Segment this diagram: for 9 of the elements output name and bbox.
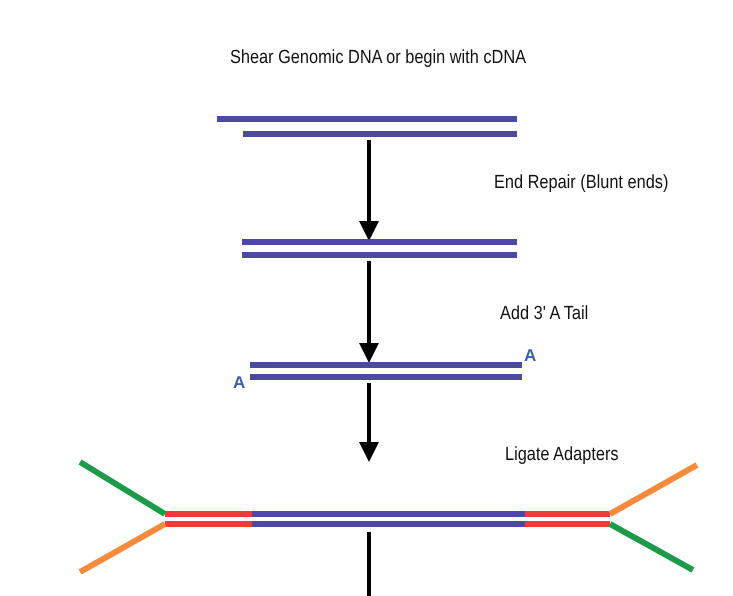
base-letter: A: [233, 373, 246, 393]
base-letter: A: [524, 346, 536, 366]
arrow: [359, 383, 379, 462]
arrow: [359, 261, 379, 363]
step-label: End Repair (Blunt ends): [494, 172, 668, 194]
title: Shear Genomic DNA or begin with cDNA: [228, 47, 528, 69]
arrow: [359, 140, 379, 241]
step-label: Add 3' A Tail: [500, 303, 588, 325]
step-label: Ligate Adapters: [505, 444, 619, 466]
